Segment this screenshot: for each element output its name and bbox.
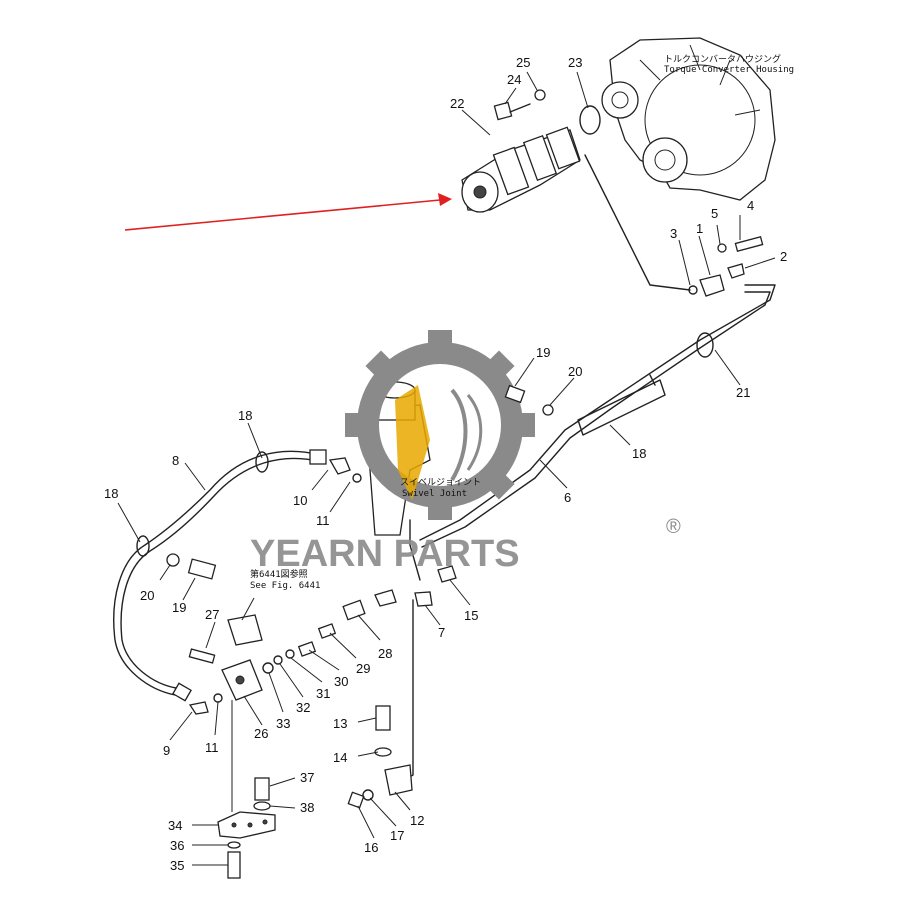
callout-27: 27: [205, 607, 219, 622]
watermark-brand: YEARN PARTS: [250, 533, 520, 575]
callout-12: 12: [410, 813, 424, 828]
callout-16: 16: [364, 840, 378, 855]
callout-31: 31: [316, 686, 330, 701]
caption-torque-converter-jp: トルクコンバータハウジング: [664, 53, 781, 65]
callout-18-top: 18: [238, 408, 252, 423]
caption-swivel-joint-en: Swivel Joint: [402, 489, 467, 499]
callout-1: 1: [696, 221, 703, 236]
callout-3: 3: [670, 226, 677, 241]
callout-22: 22: [450, 96, 464, 111]
callout-9: 9: [163, 743, 170, 758]
callout-26: 26: [254, 726, 268, 741]
o-ring-11: [352, 473, 362, 483]
leader-lines: [117, 71, 776, 866]
callout-30: 30: [334, 674, 348, 689]
caption-see-fig-jp: 第6441図参照: [250, 568, 308, 580]
callout-37: 37: [300, 770, 314, 785]
bolt-13: [375, 705, 391, 731]
bolt-19-right: [504, 384, 526, 404]
callout-17: 17: [390, 828, 404, 843]
bolt-19: [187, 558, 217, 580]
caption-torque-converter-en: Torque Converter Housing: [664, 65, 794, 75]
callout-32: 32: [296, 700, 310, 715]
callout-23: 23: [568, 55, 582, 70]
callout-7: 7: [438, 625, 445, 640]
callout-5: 5: [711, 206, 718, 221]
callout-38: 38: [300, 800, 314, 815]
callout-11-top: 11: [316, 513, 330, 528]
upper-fittings: [584, 154, 764, 297]
pointer-arrow: [124, 193, 452, 231]
callout-19-left: 19: [172, 600, 186, 615]
callout-15: 15: [464, 608, 478, 623]
callout-18-right: 18: [632, 446, 646, 461]
nut-16: [347, 791, 365, 809]
callout-20-left: 20: [140, 588, 154, 603]
callout-8: 8: [172, 453, 179, 468]
callout-18-left: 18: [104, 486, 118, 501]
washer-14: [374, 747, 392, 757]
callout-2: 2: [780, 249, 787, 264]
callout-13: 13: [333, 716, 347, 731]
pipe-assembly: [409, 284, 776, 581]
callout-21: 21: [736, 385, 750, 400]
valve-block: [188, 599, 366, 715]
bracket: [217, 700, 276, 879]
elbow-fitting: [328, 457, 351, 475]
caption-see-fig-en: See Fig. 6441: [250, 581, 320, 591]
callout-36: 36: [170, 838, 184, 853]
watermark-registered: ®: [666, 516, 681, 538]
washer: [534, 89, 546, 101]
callout-25: 25: [516, 55, 530, 70]
washer-20: [166, 553, 180, 567]
caption-swivel-joint-jp: スイベルジョイント: [400, 478, 481, 488]
callout-6: 6: [564, 490, 571, 505]
callout-35: 35: [170, 858, 184, 873]
callout-24: 24: [507, 72, 521, 87]
callout-33: 33: [276, 716, 290, 731]
torque-converter-housing: [601, 37, 776, 201]
callout-14: 14: [333, 750, 347, 765]
washer-17: [362, 789, 374, 801]
hose-left: [113, 449, 327, 702]
o-ring: [579, 105, 601, 135]
callout-20-right: 20: [568, 364, 582, 379]
callout-19-right: 19: [536, 345, 550, 360]
callout-10: 10: [293, 493, 307, 508]
callout-11-bottom: 11: [205, 740, 219, 755]
callout-28: 28: [378, 646, 392, 661]
callout-labels: 1 2 3 4 5 6 7 8 9 10 11 11 12 13 14 15 1…: [104, 55, 787, 873]
hydraulic-pump: [461, 126, 581, 213]
callout-34: 34: [168, 818, 182, 833]
washer-20-right: [542, 404, 554, 416]
watermark-logo: [345, 330, 535, 520]
pump-bolt: [493, 101, 531, 121]
callout-29: 29: [356, 661, 370, 676]
lower-fittings: [374, 565, 457, 796]
callout-4: 4: [747, 198, 754, 213]
